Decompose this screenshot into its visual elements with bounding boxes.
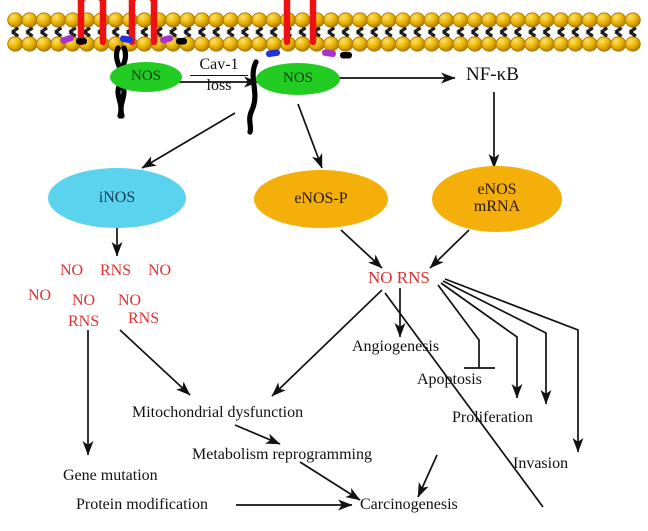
- cav1-numerator: Cav-1: [199, 56, 239, 73]
- node-inos-label: iNOS: [98, 188, 136, 206]
- node-gene-mutation-label: Gene mutation: [63, 467, 158, 484]
- node-carcinogenesis-label: Carcinogenesis: [360, 496, 458, 513]
- edge-mito-to-metabolism: [234, 424, 281, 445]
- edge-invasion-to-carcinogenesis: [417, 454, 438, 498]
- edge-hub-to-mito: [271, 289, 383, 397]
- edge-hub-to-invasion: [444, 278, 584, 453]
- ros-species-no-4: NO: [72, 292, 96, 309]
- node-proliferation-label: Proliferation: [452, 409, 533, 426]
- edge-hub-to-carcinogenesis: [384, 292, 544, 508]
- node-invasion-label: Invasion: [513, 455, 569, 472]
- node-nos-right-label: NOS: [282, 70, 313, 87]
- ros-species-rns-7: RNS: [128, 310, 160, 327]
- node-inos[interactable]: iNOS: [48, 168, 186, 228]
- node-gene-mutation[interactable]: Gene mutation: [63, 467, 158, 485]
- edge-hub-to-apoptosis: [437, 284, 480, 368]
- edge-nos-to-enos-p: [297, 103, 323, 169]
- ros-species-no-2: NO: [148, 262, 172, 279]
- node-apoptosis[interactable]: Apoptosis: [417, 371, 482, 389]
- ros-species-no-5: NO: [118, 292, 142, 309]
- node-nfkb-label: NF-κB: [466, 64, 519, 85]
- cav1-denominator: loss: [206, 77, 232, 94]
- node-protein-modification-label: Protein modification: [76, 496, 208, 513]
- node-no-rns-hub[interactable]: NO RNS: [368, 268, 430, 288]
- edge-enos-mrna-to-hub: [429, 229, 470, 269]
- membrane-protein-segment-0: [60, 34, 74, 44]
- node-angiogenesis-label: Angiogenesis: [352, 338, 440, 355]
- node-invasion[interactable]: Invasion: [513, 455, 568, 473]
- node-enos-mrna-label-line2: mRNA: [473, 198, 521, 215]
- node-nos-right[interactable]: NOS: [256, 63, 340, 95]
- edge-nos-to-inos: [141, 112, 236, 169]
- edge-metabolism-to-carcinogenesis: [299, 461, 361, 501]
- node-nfkb[interactable]: NF-κB: [466, 64, 519, 86]
- node-no-rns-hub-label: NO RNS: [368, 268, 430, 287]
- membrane-protein-segment-2: [119, 35, 133, 44]
- cav1-fraction-bar: [190, 75, 248, 76]
- membrane-protein-segment-7: [340, 52, 352, 59]
- ros-species-no-0: NO: [60, 262, 84, 279]
- node-enos-mrna-label-line1: eNOS: [477, 181, 517, 199]
- membrane-protein-segment-4: [176, 38, 187, 45]
- membrane-protein-segment-1: [76, 38, 87, 45]
- membrane-protein-segment-3: [160, 35, 174, 44]
- ros-species-no-3: NO: [28, 287, 52, 304]
- node-enos-p-label: eNOS-P: [294, 189, 348, 207]
- edge-label-cav1-loss: Cav-1 loss: [190, 56, 248, 95]
- node-carcinogenesis[interactable]: Carcinogenesis: [360, 496, 458, 514]
- ros-species-rns-1: RNS: [100, 262, 132, 279]
- node-apoptosis-label: Apoptosis: [417, 371, 482, 388]
- node-protein-modification[interactable]: Protein modification: [76, 496, 208, 514]
- node-nos-left-label: NOS: [130, 68, 161, 85]
- node-metabolism-reprogramming-label: Metabolism reprogramming: [192, 446, 372, 463]
- edge-enos-p-to-hub: [340, 229, 383, 269]
- node-enos-mrna[interactable]: eNOS mRNA: [432, 166, 562, 232]
- node-metabolism-reprogramming[interactable]: Metabolism reprogramming: [192, 446, 372, 464]
- node-proliferation[interactable]: Proliferation: [452, 409, 533, 427]
- node-nos-left[interactable]: NOS: [110, 62, 182, 92]
- membrane-protein-segment-6: [321, 49, 336, 58]
- membrane-protein-segment-5: [266, 49, 281, 58]
- edge-ros-to-mito: [119, 329, 191, 396]
- node-mitochondrial-dysfunction[interactable]: Mitochondrial dysfunction: [132, 404, 303, 422]
- edge-hub-to-proliferation: [440, 282, 523, 399]
- edge-hub-to-proliferation-2: [442, 280, 552, 405]
- node-angiogenesis[interactable]: Angiogenesis: [352, 338, 439, 356]
- node-enos-p[interactable]: eNOS-P: [254, 170, 388, 228]
- node-mitochondrial-dysfunction-label: Mitochondrial dysfunction: [132, 404, 304, 421]
- nos-anchor-protein-right: [247, 59, 259, 135]
- ros-species-rns-6: RNS: [68, 313, 100, 330]
